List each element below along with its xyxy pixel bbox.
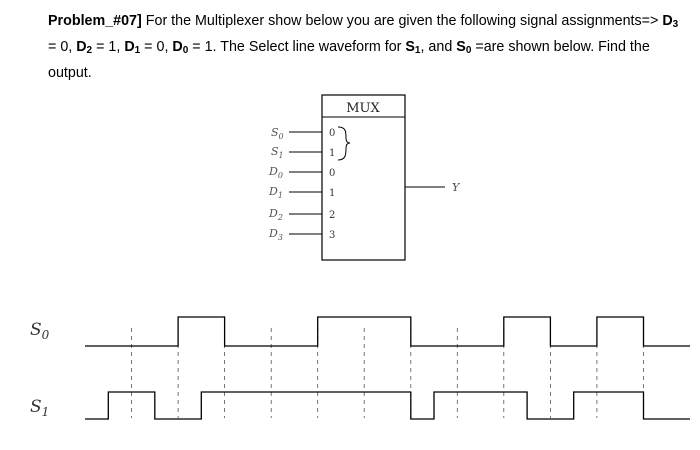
assignment-d3-value: = 0, — [48, 39, 77, 55]
mux-pin-d0: 0 — [329, 168, 335, 179]
select-s1: S1 — [405, 39, 421, 56]
assignment-d2-value: = 1, — [92, 39, 125, 55]
assignment-d0-value: = 1. — [188, 39, 221, 55]
assignment-d1: D1 — [124, 39, 141, 56]
problem-intro: For the Multiplexer show below you are g… — [141, 13, 663, 29]
select-text-a: The Select line waveform for — [220, 39, 406, 55]
mux-inputs: S0 S1 D0 D1 D2 D3 0 1 0 1 2 3 — [268, 126, 335, 242]
mux-input-label-s0: S0 — [271, 126, 284, 141]
assignment-d3: D3 — [662, 13, 679, 30]
mux-output-label: Y — [452, 181, 461, 194]
mux-title: MUX — [346, 101, 380, 116]
waveform-s0 — [85, 316, 690, 347]
problem-statement: Problem_#07] For the Multiplexer show be… — [48, 8, 688, 86]
mux-pin-s0: 0 — [329, 128, 335, 139]
mux-pin-d2: 2 — [329, 210, 335, 221]
mux-input-label-d3: D3 — [268, 227, 283, 242]
waveform-label-s0: S0 — [30, 320, 50, 342]
mux-pin-d1: 1 — [329, 188, 335, 199]
assignment-d0: D0 — [172, 39, 189, 56]
select-s0: S0 — [456, 39, 472, 56]
mux-input-label-d2: D2 — [268, 207, 283, 222]
mux-pin-d3: 3 — [329, 230, 335, 241]
waveform-label-s1: S1 — [30, 397, 49, 419]
timing-dash-lines — [131, 328, 644, 418]
waveform-s1-trace — [85, 391, 690, 420]
mux-box — [321, 94, 406, 261]
mux-input-label-s1: S1 — [271, 145, 284, 160]
problem-label: Problem_#07] — [48, 13, 142, 29]
select-text-b: , and — [420, 39, 457, 55]
select-text-c: =are shown below. Find the output. — [48, 39, 650, 81]
assignment-d2: D2 — [76, 39, 93, 56]
select-brace — [337, 126, 351, 161]
mux-input-label-d0: D0 — [268, 165, 283, 180]
waveform-s1 — [85, 391, 690, 420]
waveform-s0-trace — [85, 316, 690, 347]
mux-pin-s1: 1 — [329, 148, 335, 159]
assignment-d1-value: = 0, — [140, 39, 173, 55]
mux-input-label-d1: D1 — [268, 185, 283, 200]
